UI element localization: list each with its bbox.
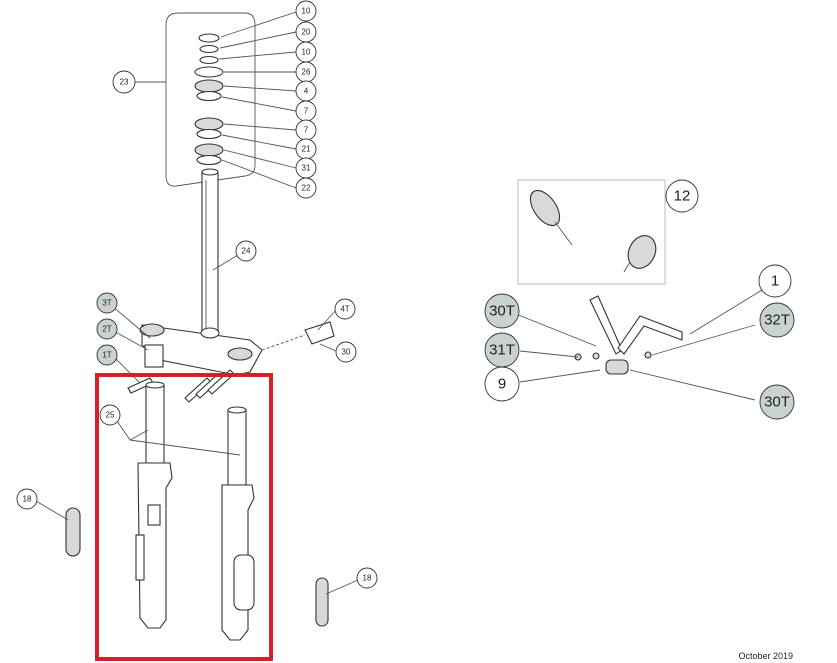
headset-bearing-stack [194, 33, 224, 166]
callout-26: 26 [295, 61, 317, 83]
callout-18-right: 18 [356, 567, 378, 589]
callout-7-first: 7 [295, 100, 317, 122]
leader-lines [35, 11, 763, 595]
callout-23: 23 [112, 70, 136, 94]
callout-label: 12 [674, 188, 691, 205]
callout-label: 7 [304, 107, 309, 116]
callout-24: 24 [235, 240, 257, 262]
callout-4: 4 [295, 80, 317, 102]
callout-30T-top: 30T [484, 293, 520, 329]
callout-label: 30T [489, 303, 515, 320]
callout-label: 24 [242, 247, 251, 256]
callout-label: 2T [102, 325, 111, 334]
grip-left [65, 507, 81, 557]
callout-2T: 2T [96, 318, 118, 340]
callout-label: 32T [764, 312, 790, 329]
footer-date: October 2019 [738, 651, 793, 661]
callout-label: 18 [363, 574, 372, 583]
callout-30-left: 30 [335, 341, 357, 363]
callout-label: 20 [302, 28, 311, 37]
triple-clamp [139, 323, 263, 376]
callout-label: 23 [120, 78, 129, 87]
callout-9: 9 [484, 366, 520, 402]
steering-stem [201, 168, 219, 333]
callout-label: 25 [106, 411, 115, 420]
callout-label: 18 [23, 495, 32, 504]
callout-7-second: 7 [295, 119, 317, 141]
mirror-right [623, 235, 657, 273]
fork-leg-right [221, 406, 255, 641]
callout-label: 1 [771, 273, 779, 290]
callout-4T: 4T [334, 298, 356, 320]
mirror-left [529, 189, 573, 246]
callout-10-top: 10 [295, 0, 317, 22]
callout-label: 4 [304, 87, 309, 96]
headset-group-outline [165, 12, 256, 187]
callout-10-second: 10 [295, 41, 317, 63]
callout-22: 22 [295, 177, 317, 199]
callout-label: 21 [302, 145, 311, 154]
callout-label: 10 [302, 7, 311, 16]
callout-3T: 3T [96, 292, 118, 314]
callout-1: 1 [758, 264, 792, 298]
callout-label: 30 [342, 348, 351, 357]
bracket-30 [261, 321, 335, 351]
callout-25: 25 [99, 404, 121, 426]
callout-18-left: 18 [16, 488, 38, 510]
callout-label: 22 [302, 184, 311, 193]
callout-31T: 31T [484, 332, 520, 368]
callout-label: 3T [102, 299, 111, 308]
callout-label: 26 [302, 68, 311, 77]
mirror-group-outline [517, 179, 666, 285]
callout-21: 21 [295, 138, 317, 160]
callout-label: 4T [340, 305, 349, 314]
callout-32T: 32T [759, 302, 795, 338]
grip-right [315, 577, 329, 627]
callout-20: 20 [295, 21, 317, 43]
fork-leg-left [135, 381, 173, 629]
callout-label: 1T [102, 351, 111, 360]
handlebar [574, 295, 683, 375]
callout-31: 31 [295, 157, 317, 179]
callout-12: 12 [665, 179, 699, 213]
callout-1T: 1T [96, 344, 118, 366]
callout-30T-bottom: 30T [759, 384, 795, 420]
callout-label: 10 [302, 48, 311, 57]
callout-label: 31T [489, 342, 515, 359]
highlight-box [95, 373, 273, 661]
callout-label: 31 [302, 164, 311, 173]
callout-label: 30T [764, 394, 790, 411]
callout-label: 9 [498, 376, 506, 393]
callout-label: 7 [304, 126, 309, 135]
